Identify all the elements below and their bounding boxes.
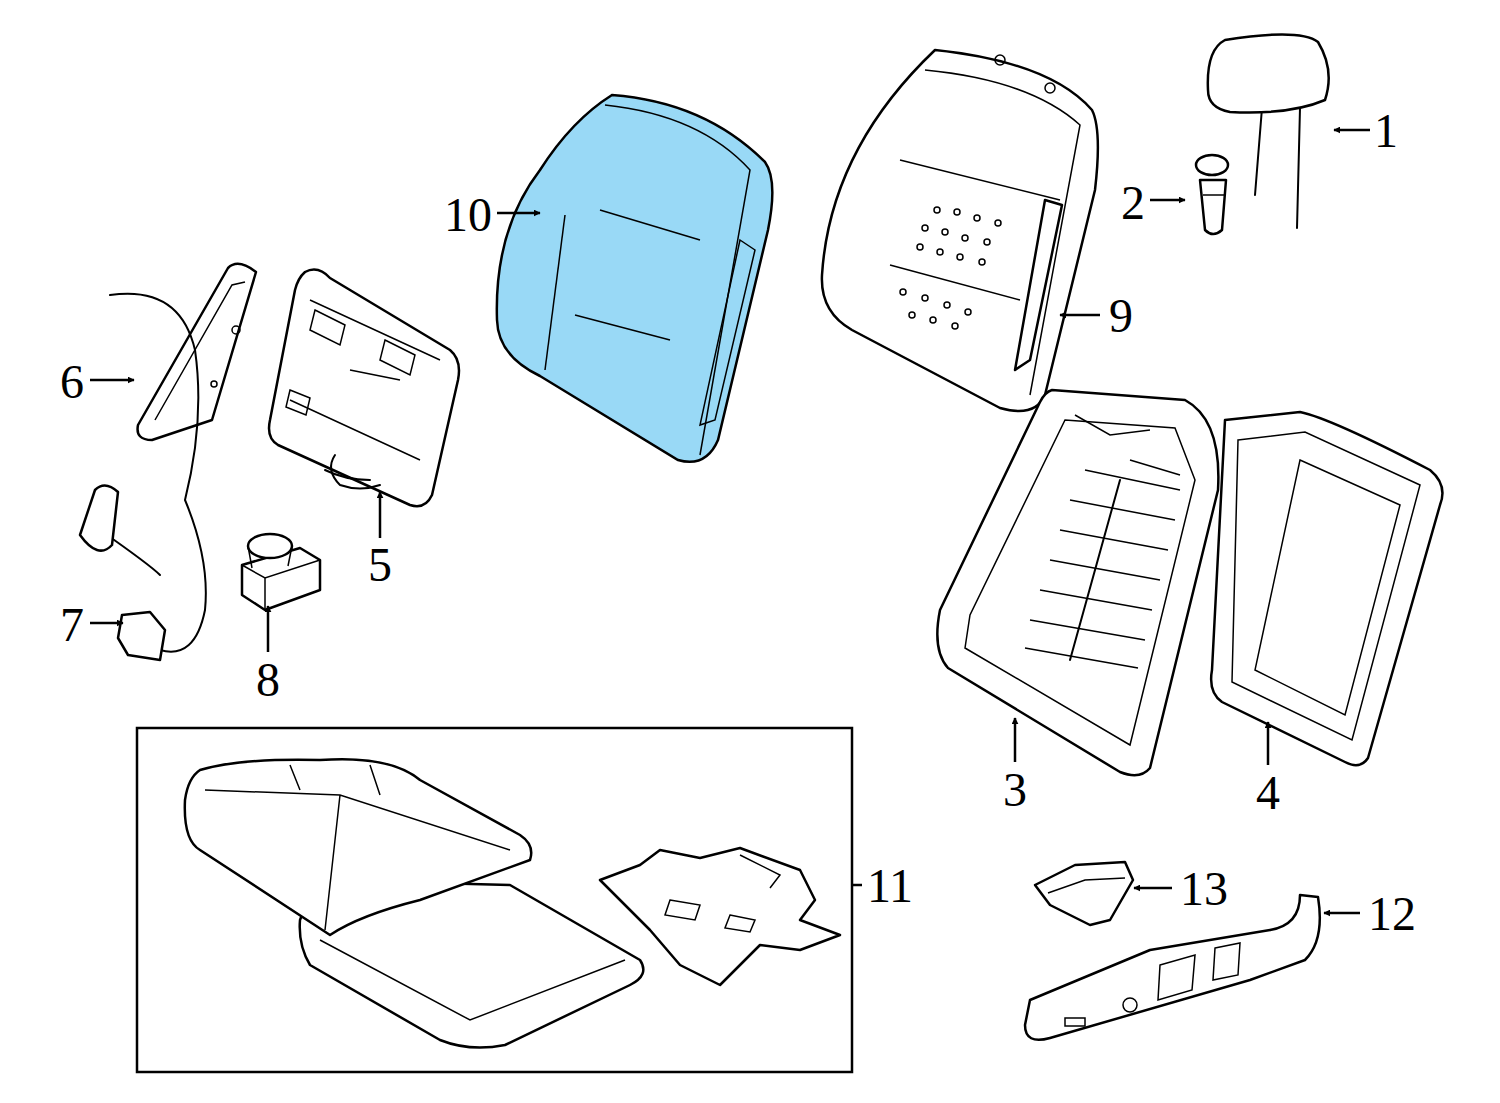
side-shield bbox=[1025, 895, 1320, 1040]
callout-number: 12 bbox=[1368, 890, 1416, 938]
callout-number: 2 bbox=[1121, 179, 1145, 227]
wire-harness bbox=[80, 294, 206, 660]
backrest-frame bbox=[937, 390, 1218, 775]
backrest-panel bbox=[1211, 412, 1442, 765]
backrest-pad bbox=[497, 95, 773, 462]
backrest-cover bbox=[822, 50, 1098, 411]
callout-number: 4 bbox=[1256, 769, 1280, 817]
callout-number: 7 bbox=[60, 601, 84, 649]
leader-arrows bbox=[90, 130, 1370, 913]
trim-cap bbox=[1035, 862, 1133, 925]
headrest bbox=[1208, 34, 1329, 228]
side-trim bbox=[138, 264, 256, 440]
callout-number: 9 bbox=[1109, 292, 1133, 340]
callout-number: 6 bbox=[60, 358, 84, 406]
callout-number: 11 bbox=[867, 862, 913, 910]
airbag-module bbox=[269, 270, 459, 507]
switch bbox=[242, 534, 320, 610]
callout-number: 10 bbox=[444, 191, 492, 239]
headrest-guide bbox=[1196, 155, 1228, 234]
callout-number: 8 bbox=[256, 656, 280, 704]
callout-number: 5 bbox=[368, 541, 392, 589]
callout-number: 3 bbox=[1003, 766, 1027, 814]
callout-number: 13 bbox=[1180, 865, 1228, 913]
callout-number: 1 bbox=[1374, 107, 1398, 155]
cushion-assembly bbox=[137, 728, 852, 1072]
